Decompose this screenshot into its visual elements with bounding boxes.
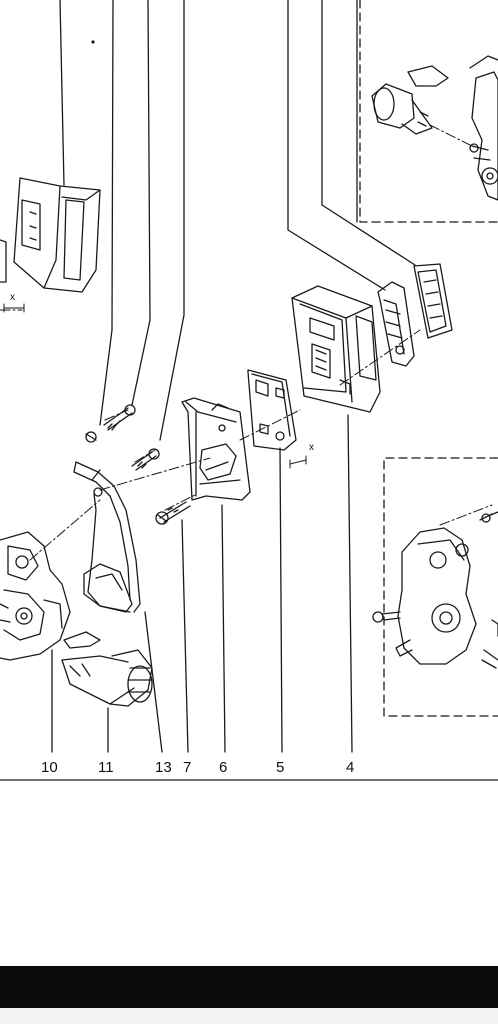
top-right-mechanism (469, 55, 498, 201)
viewer-bottom-strip (0, 1008, 498, 1024)
bottom-right-mechanism (372, 511, 498, 669)
viewer-bottom-bar (0, 966, 498, 1008)
scan-speck (91, 40, 95, 44)
dimension-left (3, 303, 25, 313)
callout-label-11: 11 (98, 759, 114, 776)
callout-label-13: 13 (155, 759, 172, 776)
key-cylinder (61, 649, 153, 707)
leader-lines (59, 0, 416, 441)
callout-leaders (51, 414, 353, 753)
dimension-label-left: x (10, 292, 15, 303)
detail-box-bottom-right (383, 457, 498, 717)
plate-part-5 (247, 369, 297, 451)
housing-top-left (0, 177, 101, 293)
detail-box-top-right (359, 0, 498, 223)
dimension-label-mid: x (309, 442, 314, 453)
callout-label-10: 10 (41, 759, 58, 776)
lens-piece (63, 631, 101, 649)
callout-label-5: 5 (276, 759, 285, 776)
handle-strap (73, 461, 141, 613)
callout-label-7: 7 (183, 759, 192, 776)
lock-mechanism-left (0, 531, 71, 661)
gasket-strip (413, 263, 453, 339)
screw-middle (131, 448, 160, 471)
back-plate (377, 281, 415, 367)
callout-label-6: 6 (219, 759, 228, 776)
dimension-mid (289, 455, 307, 469)
top-right-lens (407, 65, 449, 87)
bracket-part-7 (181, 397, 251, 501)
top-right-key (371, 83, 433, 135)
callout-label-4: 4 (346, 759, 355, 776)
housing-part-4 (291, 285, 381, 413)
lock-washer (85, 431, 97, 443)
screw-upper (103, 404, 136, 431)
screw-lower (155, 501, 191, 525)
assembly-axis (0, 124, 493, 561)
